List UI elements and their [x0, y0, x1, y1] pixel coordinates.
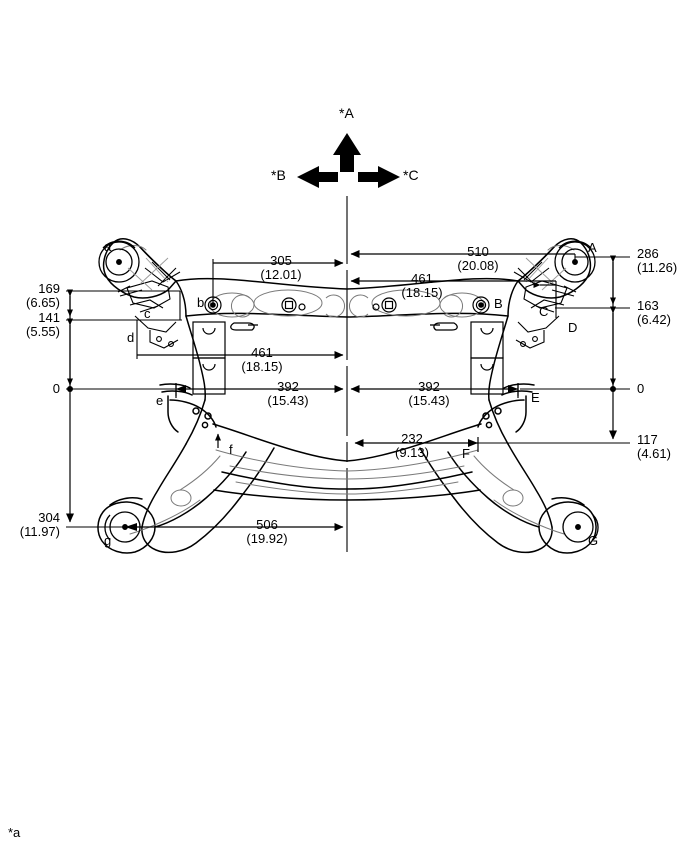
point-label-f: f	[229, 442, 233, 457]
subframe-outline	[97, 238, 597, 554]
direction-arrows	[297, 133, 400, 188]
dimension-169: 169 (6.65)	[26, 281, 60, 310]
point-label-e: e	[156, 393, 164, 408]
dimension-left-zero: 0	[52, 381, 60, 396]
dimension-506	[125, 523, 344, 531]
dimension-461-upper-label: 461 (18.15)	[401, 271, 443, 300]
dimension-461-lower-label: 461 (18.15)	[241, 345, 283, 374]
mid-rails	[192, 321, 504, 395]
dimension-506-label: 506 (19.92)	[246, 517, 288, 546]
crossbeam-tabs	[230, 322, 458, 331]
dimension-510-label: 510 (20.08)	[457, 244, 499, 273]
left-mount-cluster	[117, 261, 181, 349]
dimension-right-zero: 0	[637, 381, 645, 396]
leader-lines	[179, 291, 557, 320]
point-label-C: C	[539, 304, 549, 319]
mount-cluster-shading	[127, 257, 567, 291]
crossbeam-features	[209, 289, 485, 318]
point-label-A: A	[588, 240, 597, 255]
dimension-232	[215, 433, 479, 452]
dimension-163: 163 (6.42)	[637, 298, 671, 327]
point-label-B: B	[494, 296, 503, 311]
subframe-inner-detail	[119, 245, 575, 535]
dimension-304: 304 (11.97)	[19, 510, 60, 539]
point-label-a: a	[104, 239, 112, 254]
point-label-c: c	[144, 306, 151, 321]
direction-label-a: *A	[339, 105, 354, 121]
datum-ticks	[175, 383, 519, 396]
point-label-b: b	[197, 295, 205, 310]
dimension-141: 141 (5.55)	[26, 310, 60, 339]
dimension-510	[350, 250, 576, 262]
direction-label-b: *B	[271, 167, 286, 183]
dimension-117: 117 (4.61)	[637, 432, 671, 461]
dimension-305	[212, 259, 344, 305]
dimension-286: 286 (11.26)	[637, 246, 678, 275]
direction-label-c: *C	[403, 167, 419, 183]
dimension-392-right-label: 392 (15.43)	[408, 379, 450, 408]
point-label-g: g	[104, 533, 112, 548]
dimension-461-lower	[136, 320, 344, 359]
dimension-392-left-label: 392 (15.43)	[267, 379, 309, 408]
point-label-F: F	[462, 446, 470, 461]
right-vertical-dimension-group	[478, 255, 630, 444]
dimension-305-label: 305 (12.01)	[260, 253, 302, 282]
point-label-D: D	[568, 320, 578, 335]
point-label-G: G	[588, 533, 599, 548]
footnote-label: *a	[8, 825, 21, 840]
left-vertical-dimension-group	[66, 289, 205, 528]
point-label-E: E	[531, 390, 540, 405]
right-mount-cluster	[513, 261, 577, 349]
point-label-d: d	[127, 330, 135, 345]
left-upper-bushing	[98, 240, 140, 283]
dimension-232-label: 232 (9.13)	[395, 431, 429, 460]
